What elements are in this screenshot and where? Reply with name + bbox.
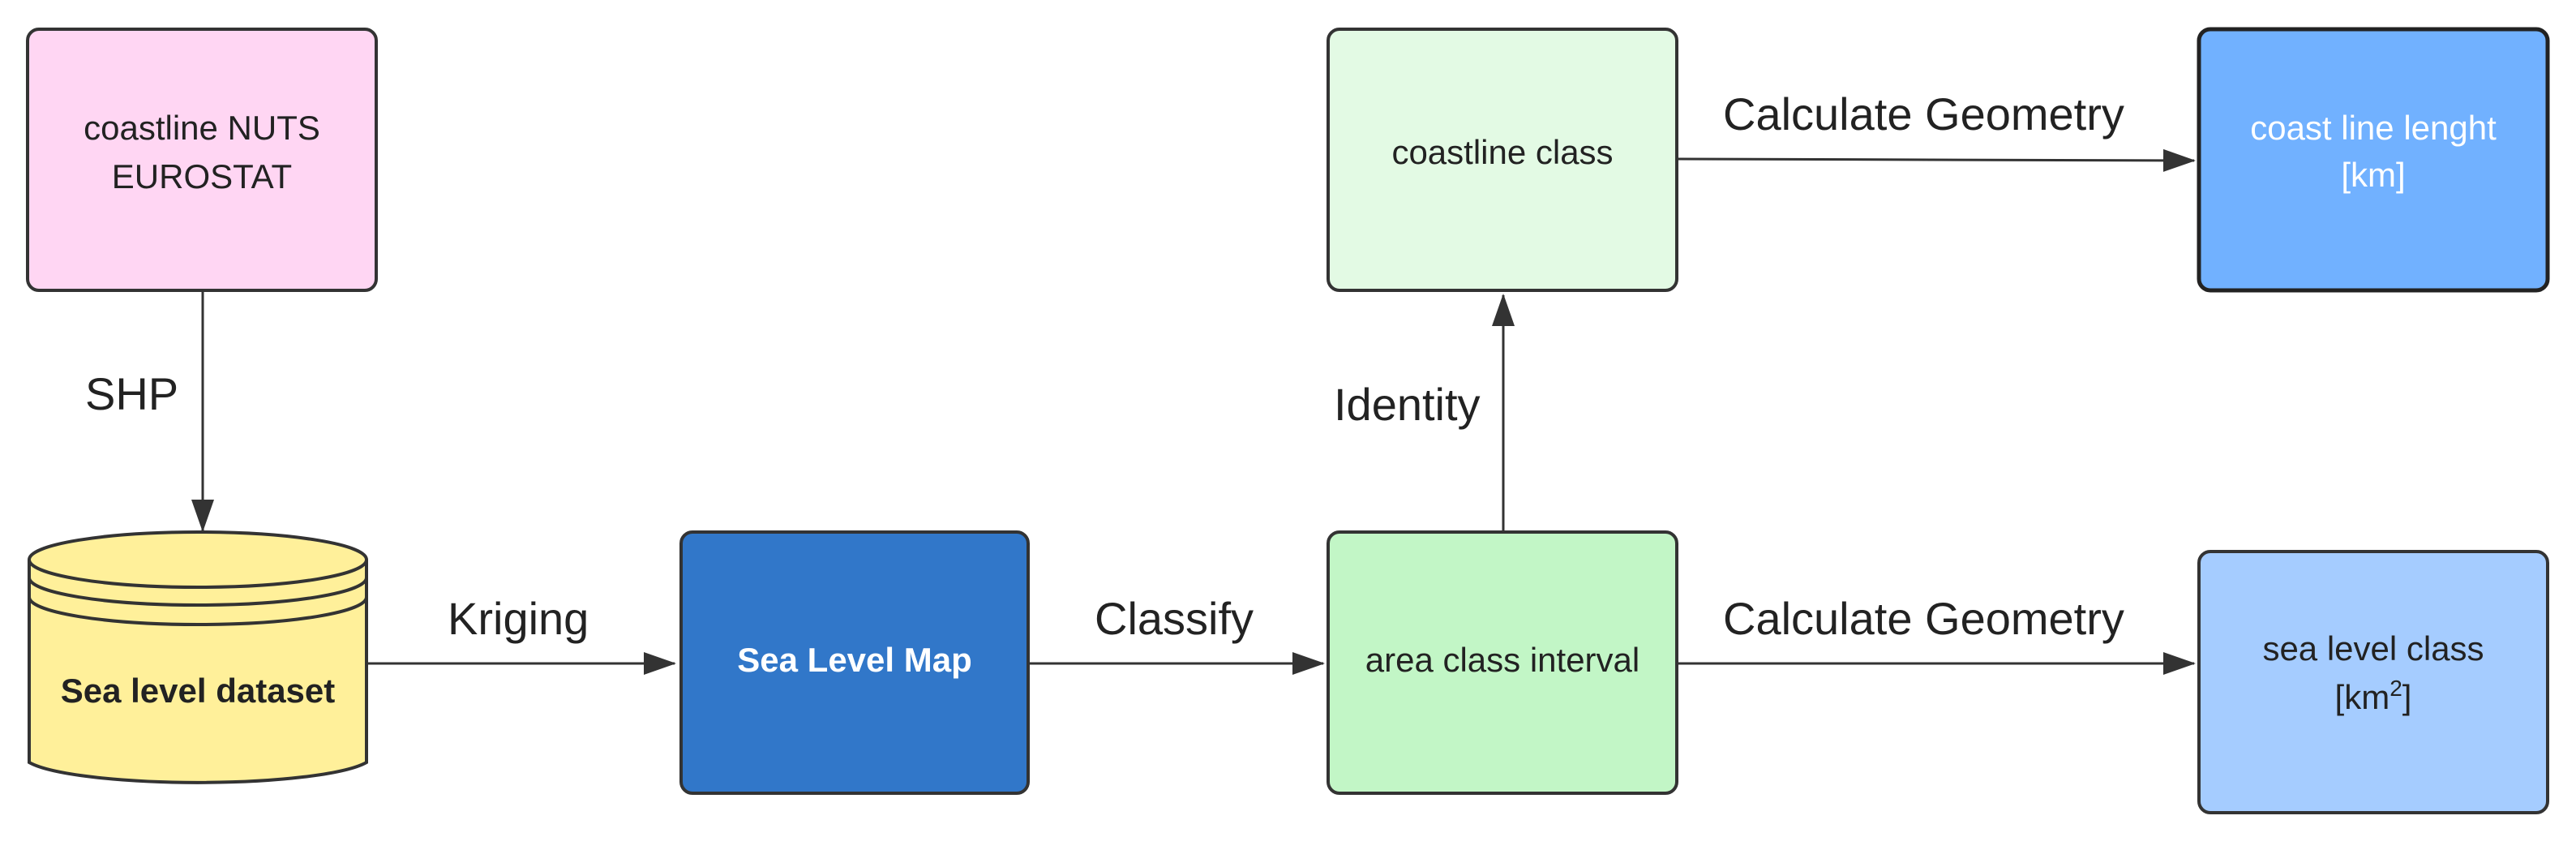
unit-base: [km — [2335, 678, 2390, 716]
node-label-line2: [km] — [2341, 156, 2405, 194]
node-label: Sea level dataset — [61, 672, 336, 710]
node-sea-level-dataset: Sea level dataset — [28, 530, 368, 784]
cylinder-ring-1 — [28, 577, 368, 607]
node-label: coastline class — [1391, 133, 1613, 171]
node-box — [2197, 27, 2550, 293]
node-label-line2: [km2] — [2335, 676, 2412, 716]
unit-end: ] — [2402, 678, 2412, 716]
node-label: Sea Level Map — [737, 641, 971, 679]
edge-calc-geom-top — [1678, 148, 2196, 172]
edge-label-calc-geom-top: Calculate Geometry — [1723, 88, 2124, 140]
edge-label-kriging: Kriging — [448, 593, 589, 644]
node-box — [26, 28, 378, 292]
node-coastline-class: coastline class — [1327, 28, 1678, 292]
node-box — [679, 530, 1030, 795]
edge-label-shp: SHP — [85, 368, 178, 419]
cylinder-top — [28, 530, 368, 589]
node-label-line1: coastline NUTS — [84, 109, 320, 147]
node-box — [1327, 530, 1678, 795]
node-label-line1: sea level class — [2262, 629, 2484, 668]
cylinder-ring-2 — [28, 596, 368, 626]
node-label-line1: coast line lenght — [2250, 109, 2497, 147]
node-sea-level-map: Sea Level Map — [679, 530, 1030, 795]
node-label: area class interval — [1365, 641, 1639, 679]
node-area-class-interval: area class interval — [1327, 530, 1678, 795]
node-coastline-nuts-eurostat: coastline NUTS EUROSTAT — [26, 28, 378, 292]
edge-label-identity: Identity — [1334, 379, 1481, 430]
edge-label-classify: Classify — [1095, 593, 1254, 644]
unit-superscript: 2 — [2390, 676, 2402, 701]
node-box — [2197, 550, 2549, 814]
cylinder-body — [28, 560, 368, 784]
node-label-line2: EUROSTAT — [112, 157, 292, 195]
edge-label-calc-geom-bottom: Calculate Geometry — [1723, 593, 2124, 644]
node-coast-line-length: coast line lenght [km] — [2197, 27, 2550, 293]
node-box — [1327, 28, 1678, 292]
node-sea-level-class: sea level class [km2] — [2197, 550, 2549, 814]
